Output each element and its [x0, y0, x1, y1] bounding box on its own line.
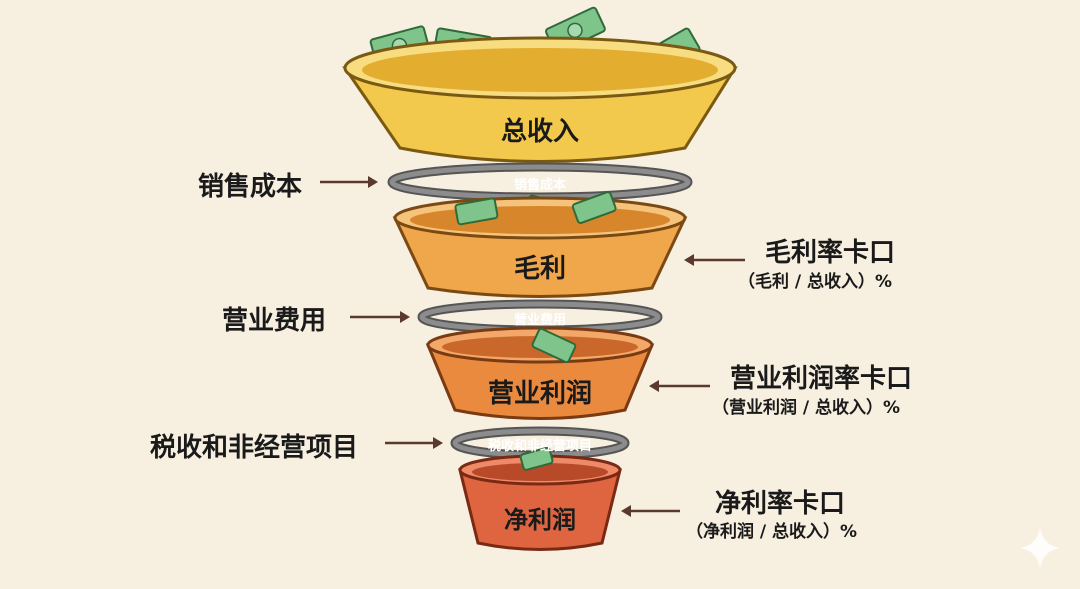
- stage-bowl-operating-profit: [425, 326, 655, 420]
- money-bill-icon: [519, 446, 554, 471]
- checkpoint-title-operating-margin: 营业利润率卡口: [730, 364, 913, 394]
- checkpoint-formula-net-margin: （净利润 / 总收入）%: [686, 522, 858, 542]
- money-bill-icon: [531, 327, 577, 364]
- side-label-cost-of-sales: 销售成本: [198, 172, 303, 202]
- stage-label-net-profit: 净利润: [504, 506, 576, 534]
- stage-label-operating-profit: 营业利润: [487, 379, 593, 409]
- side-label-operating-expenses: 营业费用: [222, 306, 327, 336]
- arrow-operating-margin: [649, 380, 710, 392]
- stage-bowl-total-revenue: [342, 36, 738, 163]
- checkpoint-formula-operating-margin: （营业利润 / 总收入）%: [712, 398, 901, 418]
- money-bill-icon: [571, 191, 617, 224]
- money-bill-icon: [454, 197, 499, 226]
- checkpoint-title-gross-margin: 毛利率卡口: [765, 238, 896, 268]
- checkpoint-title-net-margin: 净利率卡口: [715, 489, 846, 519]
- ring-label-cost-of-sales: 销售成本: [513, 178, 567, 193]
- arrow-gross-margin: [684, 254, 745, 266]
- arrow-cost-of-sales: [320, 176, 378, 188]
- arrow-tax-nonoperating: [385, 437, 443, 449]
- arrow-net-margin: [621, 505, 680, 517]
- ring-label-operating-expenses: 营业费用: [513, 313, 567, 328]
- stage-label-gross-profit: 毛利: [513, 254, 567, 284]
- side-label-tax-nonoperating: 税收和非经营项目: [150, 433, 359, 463]
- sparkle-icon: [1020, 528, 1060, 568]
- arrow-operating-expenses: [350, 311, 410, 323]
- stage-label-total-revenue: 总收入: [500, 117, 580, 147]
- ring-label-tax-nonoperating: 税收和非经营项目: [487, 439, 593, 454]
- checkpoint-formula-gross-margin: （毛利 / 总收入）%: [738, 272, 893, 292]
